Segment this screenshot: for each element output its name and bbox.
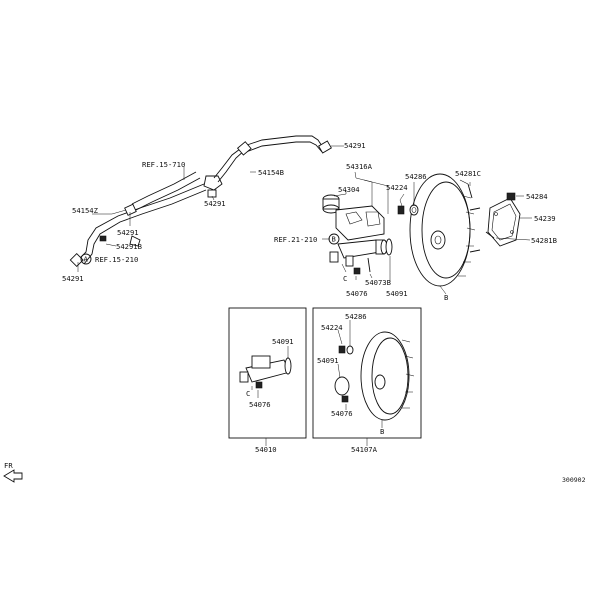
label-b-main: B [444, 293, 448, 302]
label-54291B: 54291B [116, 242, 142, 251]
callout-b-circle [328, 233, 340, 245]
label-54091-box2: 54091 [317, 356, 339, 365]
label-a-callout: A [84, 255, 89, 264]
brake-booster-box [334, 331, 415, 421]
label-54281B: 54281B [531, 236, 557, 245]
label-54224-main: 54224 [386, 183, 408, 192]
vacuum-hose-assembly [69, 135, 332, 268]
label-54107A: 54107A [351, 445, 378, 454]
label-54010: 54010 [255, 445, 277, 454]
leader-lines [77, 145, 532, 446]
label-c-box: C [246, 389, 250, 398]
label-54154Z: 54154Z [72, 206, 99, 215]
label-54286-box: 54286 [345, 312, 367, 321]
label-54281C: 54281C [455, 169, 481, 178]
label-ref-15-710: REF.15-710 [142, 160, 185, 169]
label-54316A: 54316A [346, 162, 373, 171]
label-ref-21-210: REF.21-210 [274, 235, 317, 244]
label-ref-15-210: REF.15-210 [95, 255, 138, 264]
label-54154B: 54154B [258, 168, 284, 177]
box-54010 [228, 307, 307, 439]
label-54091-main: 54091 [386, 289, 408, 298]
master-cylinder-main [322, 194, 393, 275]
label-54291-bottom: 54291 [62, 274, 84, 283]
label-54291-top: 54291 [344, 141, 366, 150]
label-b-callout: B [332, 235, 336, 244]
label-54304: 54304 [338, 185, 360, 194]
label-54224-box: 54224 [321, 323, 343, 332]
label-54076-box2: 54076 [331, 409, 353, 418]
label-54239: 54239 [534, 214, 556, 223]
label-54291-left: 54291 [117, 228, 139, 237]
booster-gasket-54239 [487, 197, 521, 247]
label-54286-main: 54286 [405, 172, 427, 181]
label-54284: 54284 [526, 192, 548, 201]
callout-a-circle [80, 253, 92, 265]
diagram-code: 300902 [562, 476, 586, 484]
label-54076-main: 54076 [346, 289, 368, 298]
pin-54281C [467, 183, 473, 199]
front-direction-icon [3, 469, 23, 483]
label-54076-box1: 54076 [249, 400, 271, 409]
bolt-54281B [485, 231, 495, 239]
label-54073B: 54073B [365, 278, 391, 287]
label-c-main: C [343, 274, 347, 283]
label-54291-mid: 54291 [204, 199, 226, 208]
master-cylinder-box [239, 355, 292, 389]
nut-54284 [506, 192, 516, 201]
label-fr: FR [4, 461, 13, 470]
label-b-box: B [380, 427, 384, 436]
label-54091-box1: 54091 [272, 337, 294, 346]
brake-booster-main [397, 173, 481, 287]
